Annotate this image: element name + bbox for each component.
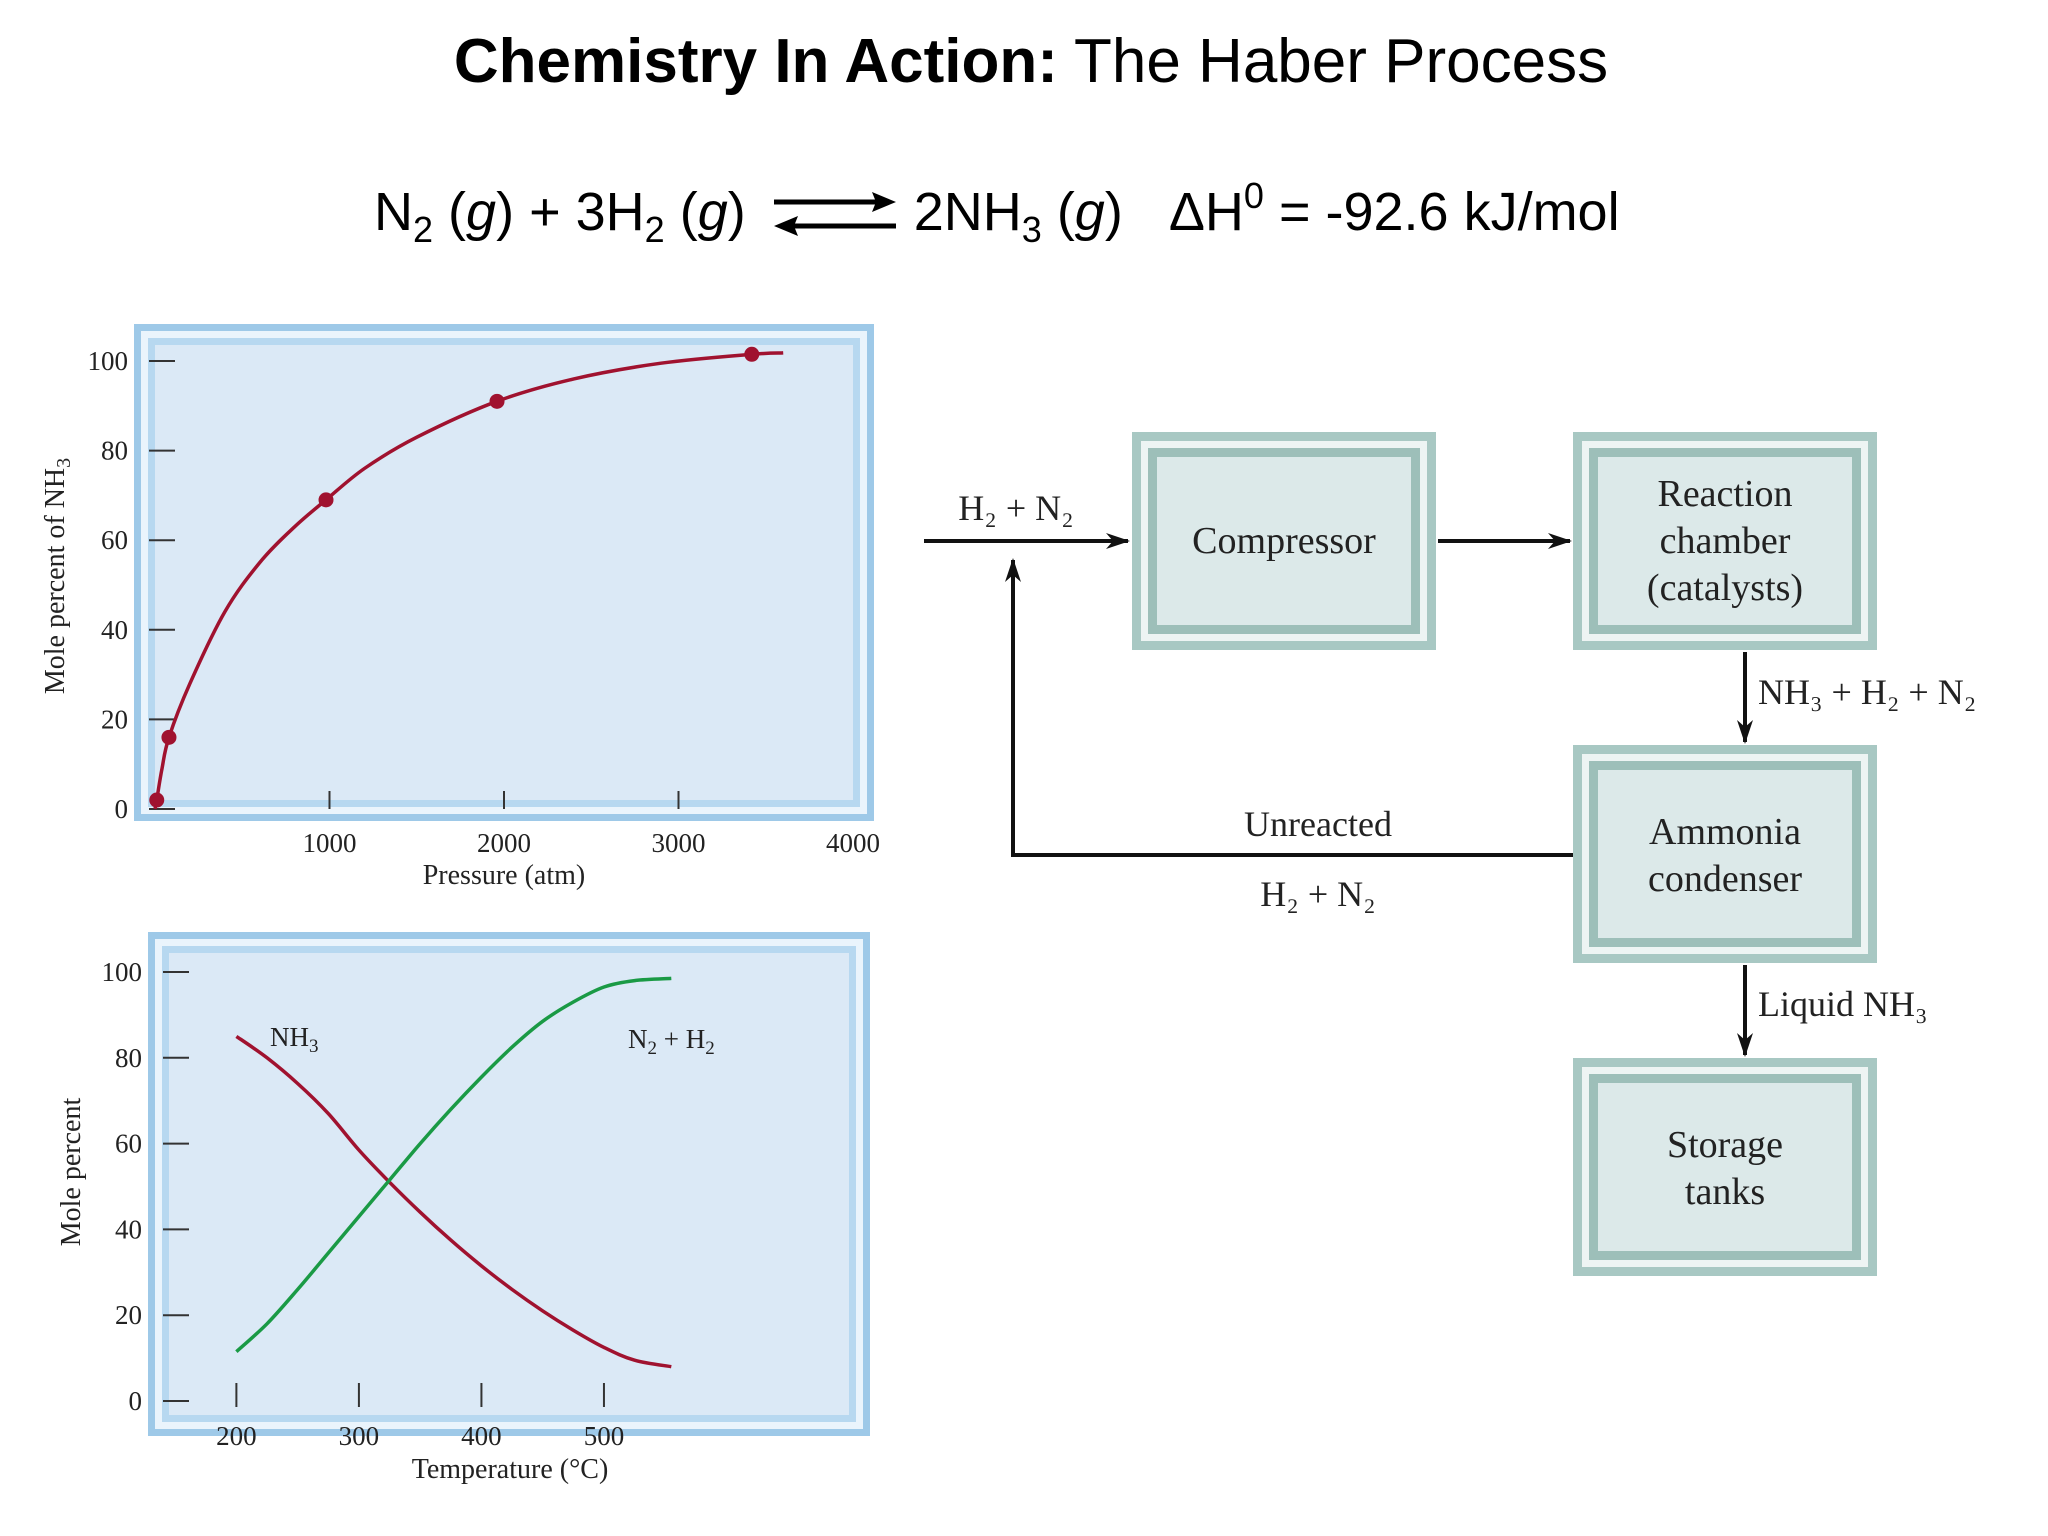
ammonia-condenser-box: Ammonia condenser [1573, 745, 1877, 963]
pressure-data-point [149, 792, 165, 808]
temperature-chart-axes: 0 20 40 60 80 100 200 300 400 500 [102, 957, 625, 1451]
eq-delta-h-sup: 0 [1243, 175, 1264, 216]
eq-paren-open: ( [1056, 182, 1075, 242]
eq-paren-close: ) [1104, 182, 1123, 242]
eq-paren-open: ( [679, 182, 698, 242]
eq-delta-h: ΔH [1168, 182, 1244, 242]
pressure-chart: 0 20 40 60 80 100 1000 2000 3000 4000 Pressure (a… [40, 324, 881, 891]
n2h2-series-label-b-sub: 2 [705, 1038, 715, 1059]
compressor-box: Compressor [1132, 432, 1436, 650]
eq-delta-h-value: = -92.6 kJ/mol [1278, 182, 1620, 242]
reaction-chamber-label: Reaction chamber (catalysts) [1647, 473, 1803, 609]
pressure-x-tick-label: 1000 [303, 828, 357, 858]
nh3-series-label-main: NH [270, 1022, 309, 1052]
pressure-data-point [318, 492, 334, 508]
temperature-x-tick-label: 300 [339, 1421, 380, 1451]
temperature-chart-panel [148, 932, 870, 1436]
reaction-chamber-box: Reaction chamber (catalysts) [1573, 432, 1877, 650]
compressor-label: Compressor [1192, 520, 1376, 562]
pressure-y-tick-label: 60 [101, 525, 128, 555]
eq-n2-sub: 2 [413, 209, 434, 250]
temperature-y-tick-label: 100 [102, 957, 143, 987]
n2h2-temperature-curve [235, 976, 672, 1353]
n2h2-series-label-a: N [628, 1024, 648, 1054]
pressure-y-tick-label: 40 [101, 615, 128, 645]
recycle-arrow [1005, 558, 1573, 857]
unreacted-label: Unreacted [1244, 804, 1392, 844]
pressure-y-axis-title-sub: 3 [53, 458, 75, 468]
temperature-x-axis-title: Temperature (°C) [412, 1454, 609, 1485]
temperature-y-axis-title: Mole percent [56, 1098, 87, 1247]
pressure-data-point [489, 393, 505, 409]
reaction-chamber-label-line-2: chamber [1660, 520, 1791, 562]
temperature-x-tick-label: 200 [216, 1421, 257, 1451]
nh3-temperature-curve [235, 1034, 672, 1369]
pressure-x-tick-label: 2000 [477, 828, 531, 858]
eq-nh3-state: g [1074, 182, 1105, 242]
compressor-label-line: Compressor [1192, 520, 1376, 562]
eq-paren-open: ( [448, 182, 467, 242]
storage-tanks-box: Storage tanks [1573, 1058, 1877, 1276]
temperature-y-tick-label: 80 [115, 1043, 142, 1073]
title-rest: The Haber Process [1073, 27, 1609, 96]
feed-gas-label: H₂ + N₂ [958, 488, 1073, 528]
reaction-equation: N2 (g) + 3H2 (g)2NH3 (g)ΔH0 = -92.6 kJ/m… [374, 172, 1620, 252]
temperature-x-tick-label: 500 [584, 1421, 625, 1451]
pressure-y-tick-label: 20 [101, 704, 128, 734]
equilibrium-arrows-icon [773, 192, 896, 236]
temperature-y-tick-label: 40 [115, 1214, 142, 1244]
storage-tanks-label: Storage tanks [1667, 1124, 1783, 1213]
eq-nh3: 2NH [913, 182, 1022, 242]
liquid-nh3-label: Liquid NH₃ [1758, 984, 1928, 1024]
pressure-data-point [161, 729, 177, 745]
pressure-data-point [744, 346, 760, 362]
pressure-y-axis-title: Mole percent of NH3 [40, 458, 75, 694]
nh3-series-label: NH3 [270, 1022, 319, 1057]
n2h2-series-label-a-sub: 2 [648, 1038, 658, 1059]
pressure-x-axis-title: Pressure (atm) [423, 860, 586, 891]
n2h2-series-label: N2 + H2 [628, 1024, 715, 1059]
eq-h2-sub: 2 [644, 209, 665, 250]
nh3-series-label-sub: 3 [309, 1036, 319, 1057]
pressure-data-points [149, 346, 760, 808]
unreacted-gas-label: H₂ + N₂ [1260, 874, 1375, 914]
ammonia-condenser-label-line-2: condenser [1648, 858, 1802, 900]
ammonia-condenser-label-line-1: Ammonia [1649, 811, 1801, 853]
eq-n2-state: g [466, 182, 497, 242]
eq-nh3-sub: 3 [1021, 209, 1042, 250]
eq-plus: + [529, 182, 561, 242]
pressure-y-tick-label: 100 [88, 346, 129, 376]
pressure-y-tick-label: 80 [101, 436, 128, 466]
eq-paren-close: ) [496, 182, 515, 242]
temperature-x-tick-label: 400 [461, 1421, 502, 1451]
eq-paren-close: ) [727, 182, 746, 242]
temperature-y-tick-label: 60 [115, 1129, 142, 1159]
title-bold: Chemistry In Action: [453, 27, 1058, 96]
storage-tanks-label-line-2: tanks [1685, 1171, 1765, 1213]
n2h2-series-label-mid: + H [657, 1024, 705, 1054]
reactor-output-label: NH₃ + H₂ + N₂ [1758, 672, 1976, 712]
pressure-y-tick-label: 0 [115, 794, 129, 824]
storage-tanks-label-line-1: Storage [1667, 1124, 1783, 1166]
slide-title: Chemistry In Action: The Haber Process [0, 22, 2048, 102]
haber-process-flowchart: Compressor Reaction chamber (catalysts) Am… [924, 432, 1976, 1276]
temperature-y-tick-label: 0 [129, 1386, 143, 1416]
pressure-chart-axes: 0 20 40 60 80 100 1000 2000 3000 4000 [88, 346, 881, 858]
pressure-chart-panel [134, 324, 874, 821]
eq-h2: 3H [575, 182, 645, 242]
pressure-x-tick-label: 4000 [826, 828, 880, 858]
reaction-chamber-label-line-1: Reaction [1657, 473, 1792, 515]
pressure-x-tick-label: 3000 [652, 828, 706, 858]
pressure-y-axis-title-main: Mole percent of NH [40, 468, 71, 694]
temperature-y-tick-label: 20 [115, 1300, 142, 1330]
reaction-chamber-label-line-3: (catalysts) [1647, 567, 1803, 609]
eq-n2: N [374, 182, 413, 242]
ammonia-condenser-label: Ammonia condenser [1648, 811, 1802, 900]
eq-h2-state: g [697, 182, 728, 242]
